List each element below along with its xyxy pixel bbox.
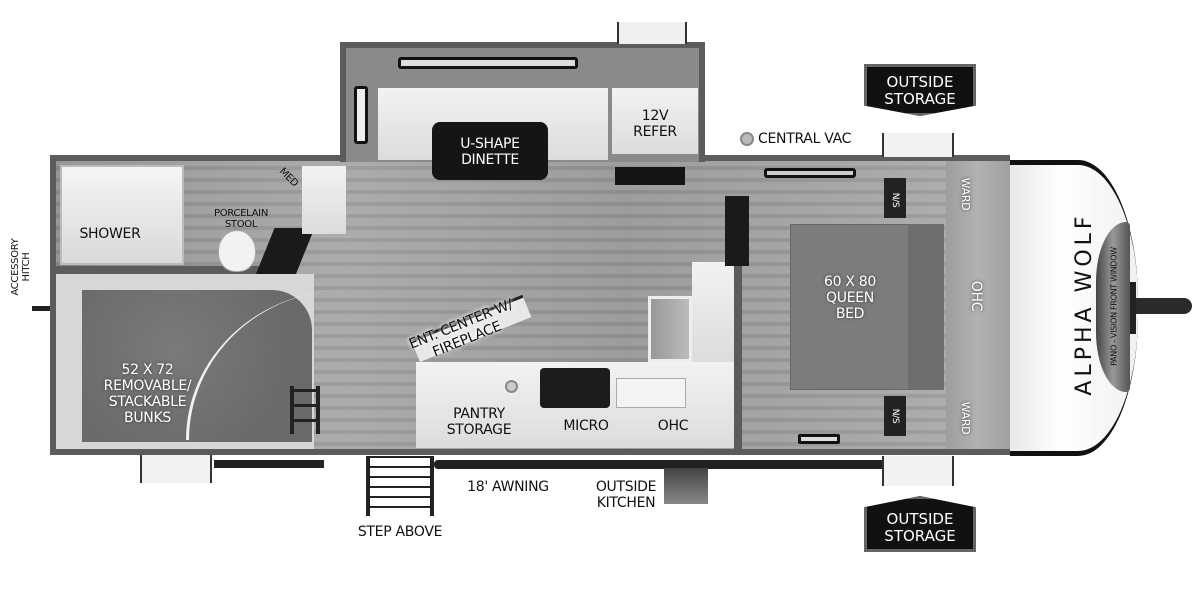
ns-bottom-label: N/S [890, 408, 900, 424]
bedroom-partition [734, 200, 742, 449]
nightstand-bottom [884, 396, 906, 436]
outside-kitchen-unit [664, 468, 708, 504]
toilet-icon [218, 230, 256, 272]
pantry-knob-icon [505, 380, 518, 393]
dinette-label: U-SHAPE DINETTE [460, 136, 520, 168]
shower-stall [60, 165, 184, 265]
kitchen-tower [692, 262, 734, 362]
entry-steps [366, 456, 434, 516]
awning-bar [434, 460, 890, 469]
bunks-label: 52 X 72 REMOVABLE/ STACKABLE BUNKS [103, 362, 192, 426]
ward-top-label: WARD [959, 177, 972, 211]
dinette-window [398, 57, 578, 69]
bedroom-window [764, 168, 856, 178]
step-above-label: STEP ABOVE [357, 524, 443, 540]
central-vac-icon [740, 132, 754, 146]
ns-top-label: N/S [890, 192, 900, 208]
awning-label: 18' AWNING [467, 479, 549, 495]
dinette-side-window [354, 86, 368, 144]
ohc-bedroom-label: OHC [968, 280, 984, 312]
ent-center [416, 362, 532, 448]
refer-hatch [617, 22, 687, 44]
shower-label: SHOWER [79, 226, 141, 242]
tongue-a-frame [1130, 282, 1136, 334]
queen-bed [790, 224, 910, 390]
outside-storage-bottom-badge: OUTSIDE STORAGE [864, 496, 976, 552]
bunk-ladder [290, 386, 320, 434]
outside-storage-bottom-label: OUTSIDE STORAGE [884, 510, 956, 545]
pantry-label: PANTRY STORAGE [446, 406, 512, 438]
refer-vent [615, 167, 685, 185]
bunk-awning-bar [214, 460, 324, 468]
outside-storage-top-badge: OUTSIDE STORAGE [864, 64, 976, 116]
stove-icon [540, 368, 610, 408]
outside-storage-top-label: OUTSIDE STORAGE [884, 73, 956, 108]
storage-hatch-bottom [882, 456, 954, 486]
micro-label: MICRO [563, 418, 609, 434]
storage-hatch-top [882, 133, 954, 157]
ohc-kitchen-label: OHC [657, 418, 689, 434]
bath-cabinet [302, 166, 346, 234]
tongue-hitch [1136, 298, 1192, 314]
sink-icon [616, 378, 686, 408]
bedroom-hatch [798, 434, 840, 444]
refer-unit [612, 88, 698, 154]
fridge-cabinet [648, 296, 692, 362]
model-name: ALPHA WOLF [1072, 212, 1097, 396]
refer-top [612, 50, 698, 88]
accessory-hitch-label: ACCESSORY HITCH [10, 238, 32, 296]
refer-label: 12V REFER [633, 108, 677, 140]
queen-bed-label: 60 X 80 QUEEN BED [823, 274, 877, 322]
front-window-label: PANO - VISION FRONT WINDOW [1109, 247, 1119, 366]
accessory-hitch-bar [32, 306, 50, 311]
headboard [908, 224, 944, 390]
front-window [1096, 222, 1130, 392]
stool-label: PORCELAIN STOOL [213, 208, 269, 230]
partition-closet [725, 196, 749, 266]
ward-wall [946, 161, 1010, 449]
outside-kitchen-label: OUTSIDE KITCHEN [595, 479, 657, 511]
nightstand-top [884, 178, 906, 218]
dinette-table [432, 122, 548, 180]
central-vac-label: CENTRAL VAC [758, 131, 852, 147]
bunk-storage-hatch [140, 455, 212, 483]
ward-bottom-label: WARD [959, 401, 972, 435]
bath-wall [56, 266, 296, 274]
